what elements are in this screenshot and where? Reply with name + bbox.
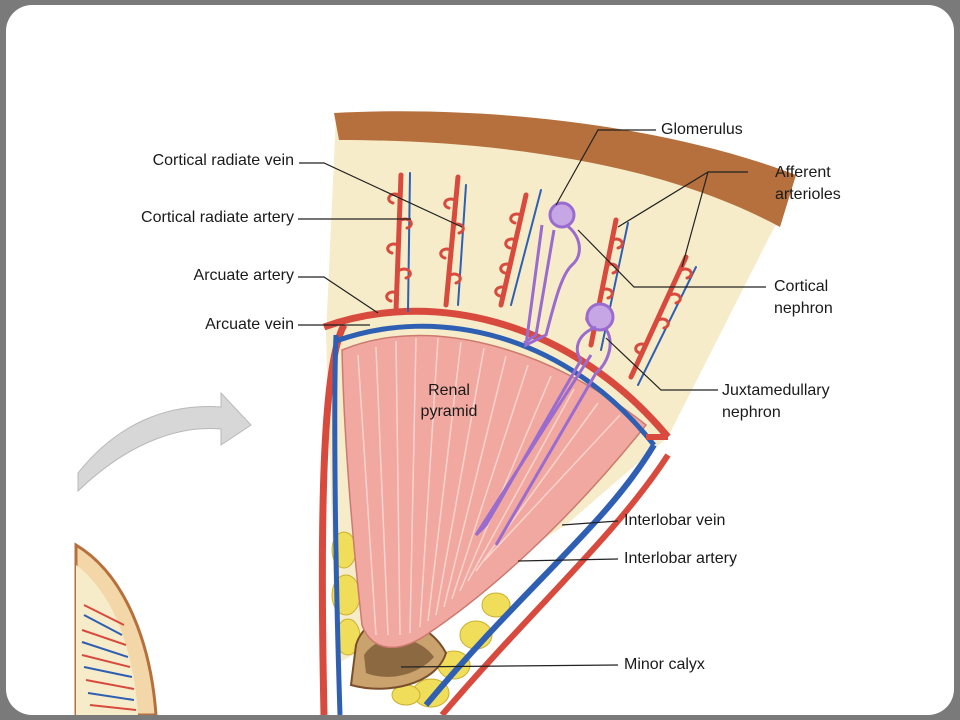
interlobar-artery-right — [439, 453, 671, 715]
slide: Cortical radiate vein Cortical radiate a… — [6, 5, 954, 715]
arcuate-vein — [335, 323, 656, 447]
label-minor-calyx: Minor calyx — [624, 656, 705, 673]
label-cortical-radiate-artery: Cortical radiate artery — [141, 209, 294, 226]
label-cortical-nephron-line1: Cortical — [774, 278, 829, 295]
renal-capsule — [334, 111, 796, 227]
label-renal-pyramid-line1: Renal — [428, 382, 470, 399]
label-juxtamedullary-line1: Juxtamedullary — [722, 382, 830, 399]
label-interlobar-artery: Interlobar artery — [624, 550, 737, 567]
arcuate-artery — [322, 307, 671, 440]
juxtamedullary-nephron — [474, 302, 615, 546]
label-juxtamedullary-line2: nephron — [722, 404, 781, 421]
label-cortical-radiate-vein: Cortical radiate vein — [152, 152, 294, 169]
label-glomerulus: Glomerulus — [661, 121, 743, 138]
pyramid-striations — [357, 337, 621, 636]
label-arcuate-vein: Arcuate vein — [205, 316, 294, 333]
cortical-nephron — [523, 201, 581, 348]
kidney-lobe-diagram — [74, 111, 796, 715]
label-cortical-nephron-line2: nephron — [774, 300, 833, 317]
renal-pyramid — [341, 334, 648, 649]
afferent-arterioles — [385, 192, 693, 355]
label-arcuate-artery: Arcuate artery — [193, 267, 294, 284]
pointer-arrow — [77, 391, 252, 493]
kidney-section — [74, 542, 158, 715]
label-interlobar-vein: Interlobar vein — [624, 512, 726, 529]
label-renal-pyramid-line2: pyramid — [420, 403, 478, 420]
label-afferent-line2: arterioles — [775, 186, 841, 203]
label-afferent-line1: Afferent — [775, 164, 831, 181]
interlobar-vein-left — [332, 334, 343, 715]
leader-lines — [298, 129, 766, 668]
